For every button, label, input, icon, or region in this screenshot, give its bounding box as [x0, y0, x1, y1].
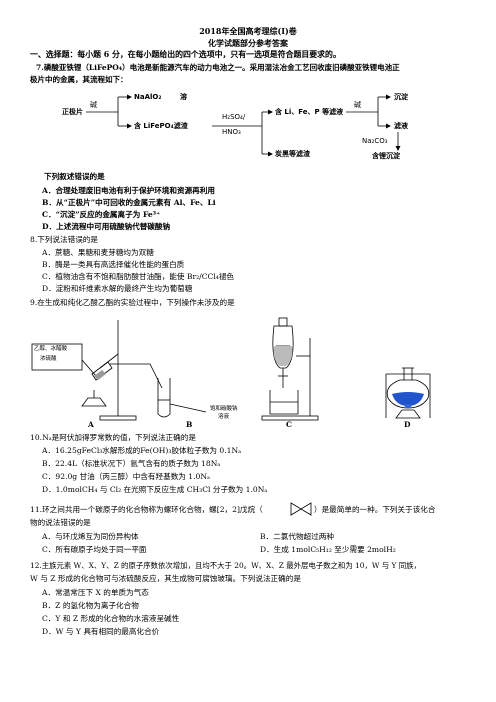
q8-option-b: B．酶是一类具有高选择催化性能的蛋白质: [42, 260, 185, 269]
flow-residue: 含 LiFePO₄滤渣: [134, 122, 188, 130]
flow-soln: 溶: [180, 93, 187, 101]
q9-letter-d: D: [404, 420, 411, 429]
q9-letter-a: A: [88, 420, 94, 429]
q8-option-a: A．蔗糖、果糖和麦芽糖均为双糖: [42, 248, 154, 257]
q11-stem-pre: 11.环之间共用一个碳原子的化合物称为螺环化合物，螺[2，2]戊烷（: [30, 505, 263, 514]
q9-label-a-line2: 浓硫酸: [40, 356, 57, 362]
flow-alkali1: 碱: [90, 101, 97, 109]
q9-stem: 9.在生成和纯化乙酸乙酯的实验过程中，下列操作未涉及的是: [30, 298, 235, 307]
q11-option-b: B．二氯代物超过两种: [260, 532, 334, 541]
q12-option-d: D．W 与 Y 具有相同的最高化合价: [42, 627, 160, 636]
q7-option-c: C．“沉淀”反应的金属离子为 Fe³⁺: [42, 210, 161, 219]
q12-option-a: A．常温常压下 X 的单质为气态: [42, 588, 149, 597]
flow-precip: 沉淀: [394, 93, 408, 101]
q11-option-c: C．所有碳原子均处于同一平面: [42, 545, 147, 554]
q7-flowchart: [86, 94, 401, 157]
flow-acid-bottom: HNO₃: [222, 128, 241, 136]
q12-option-c: C．Y 和 Z 形成的化合物的水溶液呈碱性: [42, 614, 180, 623]
q12-stem-line2: W 与 Z 形成的化合物可与浓硫酸反应，其生成物可腐蚀玻璃。下列说法正确的是: [30, 574, 301, 583]
q11-stem-line2: 物的说法错误的是: [30, 518, 91, 527]
q7-option-a: A．合理处理废旧电池有利于保护环境和资源再利用: [42, 186, 215, 195]
flow-acid-top: H₂SO₄/: [222, 113, 246, 121]
q9-label-b-line2: 溶液: [218, 414, 230, 420]
flow-na2co3: Na₂CO₃: [362, 137, 388, 145]
q8-stem: 8.下列说法错误的是: [30, 235, 98, 244]
flow-start: 正极片: [62, 108, 83, 116]
q12-option-b: B．Z 的氢化物为离子化合物: [42, 601, 139, 610]
flow-filtrate: 含 Li、Fe、P 等滤液: [275, 108, 344, 116]
doc-subtitle: 化学试题部分参考答案: [208, 38, 288, 48]
q7-stem-line2: 极片中的金属，其流程如下：: [30, 75, 128, 84]
q9-letter-b: B: [186, 420, 193, 429]
spiropentane-structure-icon: [290, 502, 312, 516]
section-heading: 一、选择题：每小题 6 分，在每小题给出的四个选项中，只有一选项是符合题目要求的…: [30, 50, 341, 59]
q8-option-d: D．淀粉和纤维素水解的最终产生均为葡萄糖: [42, 284, 193, 293]
flow-alkali2: 碱: [354, 101, 361, 109]
q9-apparatus-figure: [31, 317, 431, 421]
q10-option-d: D．1.0molCH₄ 与 Cl₂ 在光照下反应生成 CH₃Cl 分子数为 1.…: [42, 485, 268, 494]
q10-stem: 10.Nₐ是阿伏加得罗常数的值，下列说法正确的是: [30, 433, 196, 442]
q11-option-d: D．生成 1molC₅H₁₂ 至少需要 2molH₂: [260, 545, 396, 554]
q9-label-a-line1: 乙醇、冰醋酸: [34, 346, 68, 352]
q7-question: 下列叙述错误的是: [44, 172, 105, 181]
flow-li-precip: 含锂沉淀: [372, 152, 400, 160]
q9-label-b-line1: 饱和碳酸钠: [210, 406, 238, 412]
q12-stem-line1: 12.主族元素 W、X、Y、Z 的原子序数依次增加，且均不大于 20。W、X、Z…: [30, 561, 421, 570]
q7-stem-line1: 7.磷酸亚铁锂（LiFePO₄）电池是新能源汽车的动力电池之一。采用湿法冶金工艺…: [36, 63, 400, 72]
q10-option-b: B．22.4L（标准状况下）氩气含有的质子数为 18Nₐ: [42, 459, 221, 468]
q9-letter-c: C: [286, 420, 292, 429]
q11-stem-post: ）是最简单的一种。下列关于该化合: [314, 505, 436, 514]
q10-option-c: C．92.0g 甘油（丙三醇）中含有羟基数为 1.0Nₐ: [42, 472, 210, 481]
q7-option-d: D．上述流程中可用硫酸钠代替碳酸钠: [42, 222, 171, 231]
q8-option-c: C．植物油含有不饱和脂肪酸甘油酯，能使 Br₂/CCl₄褪色: [42, 272, 235, 281]
q7-option-b: B．从“正极片”中可回收的金属元素有 Al、Fe、Li: [42, 198, 216, 207]
flow-filtrate2: 滤液: [394, 122, 408, 130]
q11-option-a: A．与环戊烯互为同份异构体: [42, 532, 139, 541]
flow-black: 炭黑等滤渣: [275, 150, 310, 158]
flow-naalo2: NaAlO₂: [134, 93, 162, 101]
doc-title: 2018年全国高考理综(Ⅰ)卷: [199, 26, 297, 36]
q10-option-a: A．16.25gFeCl₃水解形成的Fe(OH)₃胶体粒子数为 0.1Nₐ: [42, 446, 242, 455]
